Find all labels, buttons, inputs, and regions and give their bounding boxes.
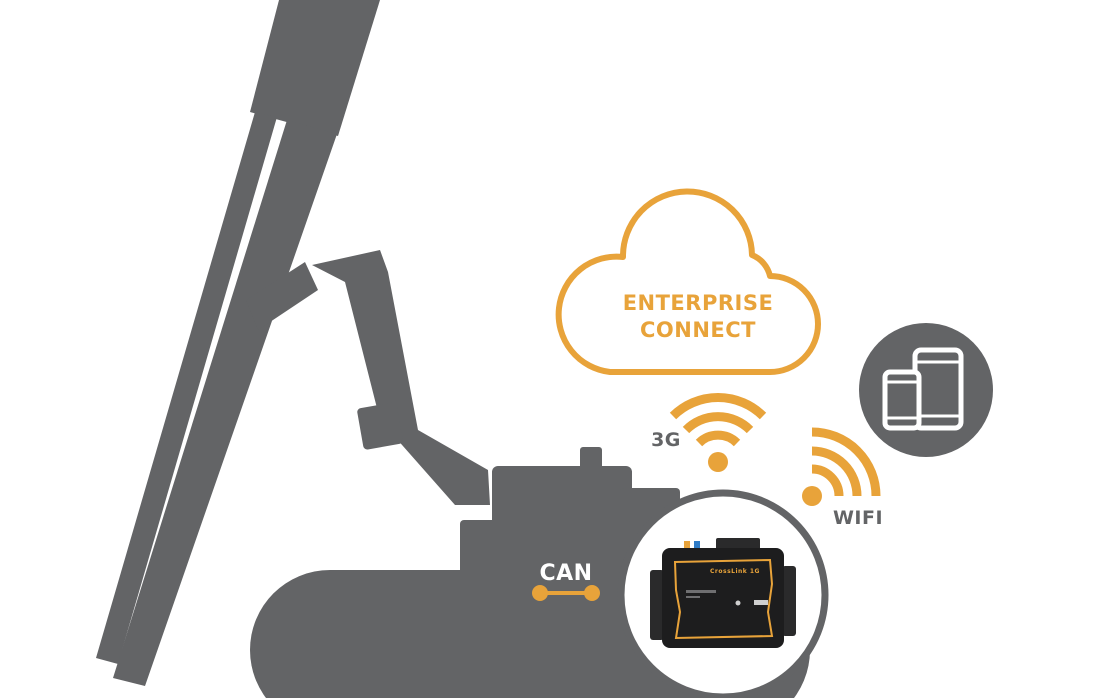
signal-3g-arc-small <box>695 430 741 447</box>
device-mount-left <box>650 570 664 640</box>
device-closeup: CrossLink 1G <box>617 489 829 698</box>
device-label-plate <box>686 590 716 593</box>
label-wifi: WIFI <box>833 507 883 529</box>
mobile-devices-badge <box>859 323 993 457</box>
device-connector-blue <box>694 541 700 551</box>
rig-mast-rail-left <box>96 112 277 664</box>
drilling-rig <box>96 0 810 698</box>
cloud-outline <box>555 188 821 375</box>
label-3g: 3G <box>651 429 681 451</box>
signal-3g-arc-large <box>669 393 767 420</box>
cloud-title-line2: CONNECT <box>640 318 756 342</box>
wifi-dot <box>802 486 822 506</box>
wifi-arc-small <box>811 464 844 497</box>
rig-exhaust <box>580 447 602 469</box>
signal-3g-icon <box>669 393 767 472</box>
mobile-devices-circle <box>859 323 993 457</box>
phone-icon <box>882 369 922 431</box>
rig-mast-top <box>250 0 380 136</box>
device-logo-mark <box>735 600 741 606</box>
rig-boom <box>312 250 490 505</box>
device-mount-right <box>782 566 796 636</box>
rig-cylinder-clamp <box>357 402 403 450</box>
device-cert-marks <box>754 600 768 605</box>
enterprise-cloud: ENTERPRISE CONNECT <box>555 188 821 375</box>
wifi-arc-large <box>811 427 881 497</box>
device-name: CrossLink 1G <box>710 568 760 575</box>
device-label-plate-2 <box>686 596 700 598</box>
cloud-title-line1: ENTERPRISE <box>623 291 774 315</box>
wifi-icon <box>802 427 881 506</box>
label-can: CAN <box>539 561 592 586</box>
can-link-end-right <box>584 585 600 601</box>
rig-mast-cradle <box>246 262 318 330</box>
device-trim <box>673 558 774 640</box>
signal-3g-arc-medium <box>682 412 754 434</box>
can-link-end-left <box>532 585 548 601</box>
device-connector-orange <box>684 541 690 551</box>
rig-mast-rail-right <box>113 120 337 686</box>
device-housing <box>662 548 784 648</box>
signal-3g-dot <box>708 452 728 472</box>
can-link-icon <box>532 585 600 601</box>
wifi-arc-medium <box>811 446 862 497</box>
